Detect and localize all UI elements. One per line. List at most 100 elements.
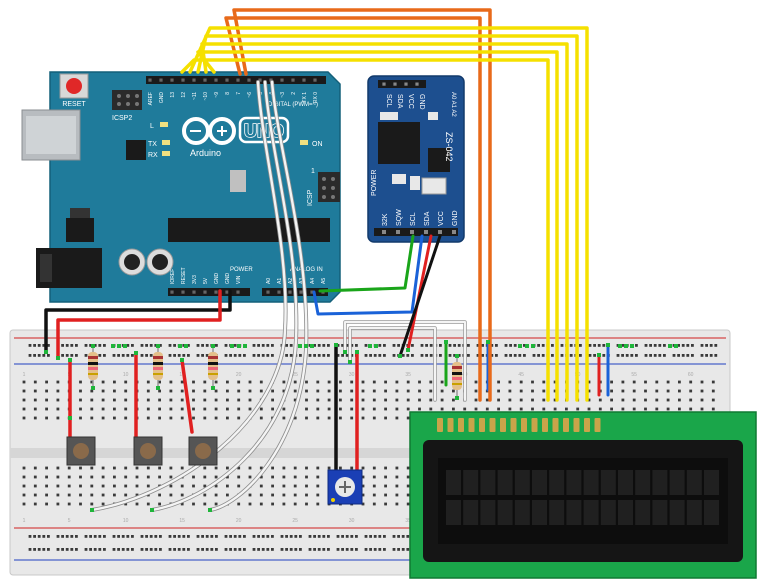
terminal-hole (406, 416, 410, 420)
terminal-hole (282, 389, 286, 393)
rail-hole (378, 344, 382, 347)
rail-hole (257, 344, 260, 347)
terminal-hole (372, 502, 376, 506)
terminal-hole (192, 389, 195, 393)
terminal-hole (67, 484, 71, 488)
push-button-1[interactable] (66, 436, 96, 466)
terminal-hole (305, 466, 308, 470)
led-rx-label: RX (148, 152, 158, 159)
on-label: ON (312, 141, 323, 148)
rail-hole (56, 535, 60, 538)
terminal-hole (33, 380, 37, 384)
rail-hole (621, 344, 624, 347)
terminal-hole (644, 407, 647, 411)
rail-hole (317, 344, 321, 347)
rail-hole (453, 354, 456, 357)
terminal-hole (259, 389, 263, 393)
digital-pin-hole (159, 78, 163, 82)
terminal-hole (384, 466, 387, 470)
digital-pin-hole (192, 78, 196, 82)
terminal-hole (339, 389, 342, 393)
rail-hole (397, 548, 400, 551)
terminal-hole (79, 380, 82, 384)
potentiometer[interactable] (327, 469, 363, 505)
rail-hole (635, 354, 638, 357)
digital-pin-label: RX 0 (313, 92, 319, 103)
wire-orange-lcd (224, 8, 492, 402)
connection-marker (298, 344, 302, 348)
lcd-pin-pad (521, 418, 527, 432)
rail-hole (196, 548, 200, 551)
push-button-2[interactable] (133, 436, 163, 466)
terminal-hole (180, 389, 184, 393)
terminal-hole (384, 484, 387, 488)
terminal-hole (124, 398, 128, 402)
lcd-char-cell (480, 500, 496, 525)
rail-hole (322, 354, 326, 357)
rail-hole (569, 344, 573, 347)
terminal-hole (395, 380, 399, 384)
rail-hole (65, 535, 69, 538)
rail-hole (159, 535, 162, 538)
rail-hole (406, 535, 410, 538)
rail-hole (177, 535, 181, 538)
rail-hole (350, 548, 354, 551)
rail-hole (289, 344, 293, 347)
rail-hole (378, 548, 382, 551)
terminal-hole (531, 380, 534, 384)
rail-hole (121, 535, 125, 538)
terminal-hole (22, 389, 26, 393)
rail-hole (336, 548, 340, 551)
digital-label: DIGITAL (PWM=~) (268, 102, 318, 108)
rail-hole (327, 344, 330, 347)
rail-hole (42, 354, 46, 357)
terminal-hole (135, 484, 139, 488)
rtc-bottom-pin-hole (424, 230, 428, 234)
terminal-hole (372, 389, 376, 393)
icsp-pin-number: 1 (311, 168, 315, 175)
analog-pin-hole (277, 290, 281, 294)
rail-hole (369, 535, 372, 538)
terminal-hole (406, 493, 410, 497)
terminal-hole (339, 407, 342, 411)
rail-hole (313, 535, 316, 538)
rail-hole (61, 548, 64, 551)
rail-hole (103, 344, 106, 347)
terminal-hole (316, 502, 320, 506)
terminal-hole (610, 380, 613, 384)
lcd-char-cell (669, 500, 685, 525)
rail-hole (406, 548, 410, 551)
power-pin-label: 3V3 (192, 275, 198, 284)
rail-hole (476, 354, 480, 357)
terminal-hole (248, 407, 252, 411)
regulator (66, 218, 94, 242)
terminal-hole (372, 416, 376, 420)
column-number: 30 (349, 372, 355, 378)
terminal-hole (429, 389, 433, 393)
rail-hole (252, 344, 256, 347)
terminal-hole (259, 484, 263, 488)
connection-marker (180, 358, 184, 362)
resistor-4 (452, 356, 462, 398)
terminal-hole (226, 484, 229, 488)
terminal-hole (519, 389, 523, 393)
terminal-hole (542, 407, 546, 411)
terminal-hole (418, 380, 421, 384)
terminal-hole (146, 407, 150, 411)
rtc-top-pin-label: SCL (385, 94, 392, 108)
terminal-hole (316, 389, 320, 393)
terminal-hole (508, 380, 512, 384)
rtc-model-label: ZS-042 (444, 132, 454, 162)
rail-hole (495, 354, 498, 357)
terminal-hole (90, 502, 94, 506)
rail-hole (75, 354, 78, 357)
rtc-addr-labels: A0 A1 A2 (450, 92, 456, 117)
terminal-hole (169, 389, 173, 393)
terminal-hole (214, 380, 218, 384)
rail-hole (663, 344, 666, 347)
rail-hole (93, 344, 97, 347)
column-number: 10 (123, 518, 129, 524)
rail-hole (289, 354, 293, 357)
push-button-3[interactable] (188, 436, 218, 466)
terminal-hole (90, 416, 94, 420)
